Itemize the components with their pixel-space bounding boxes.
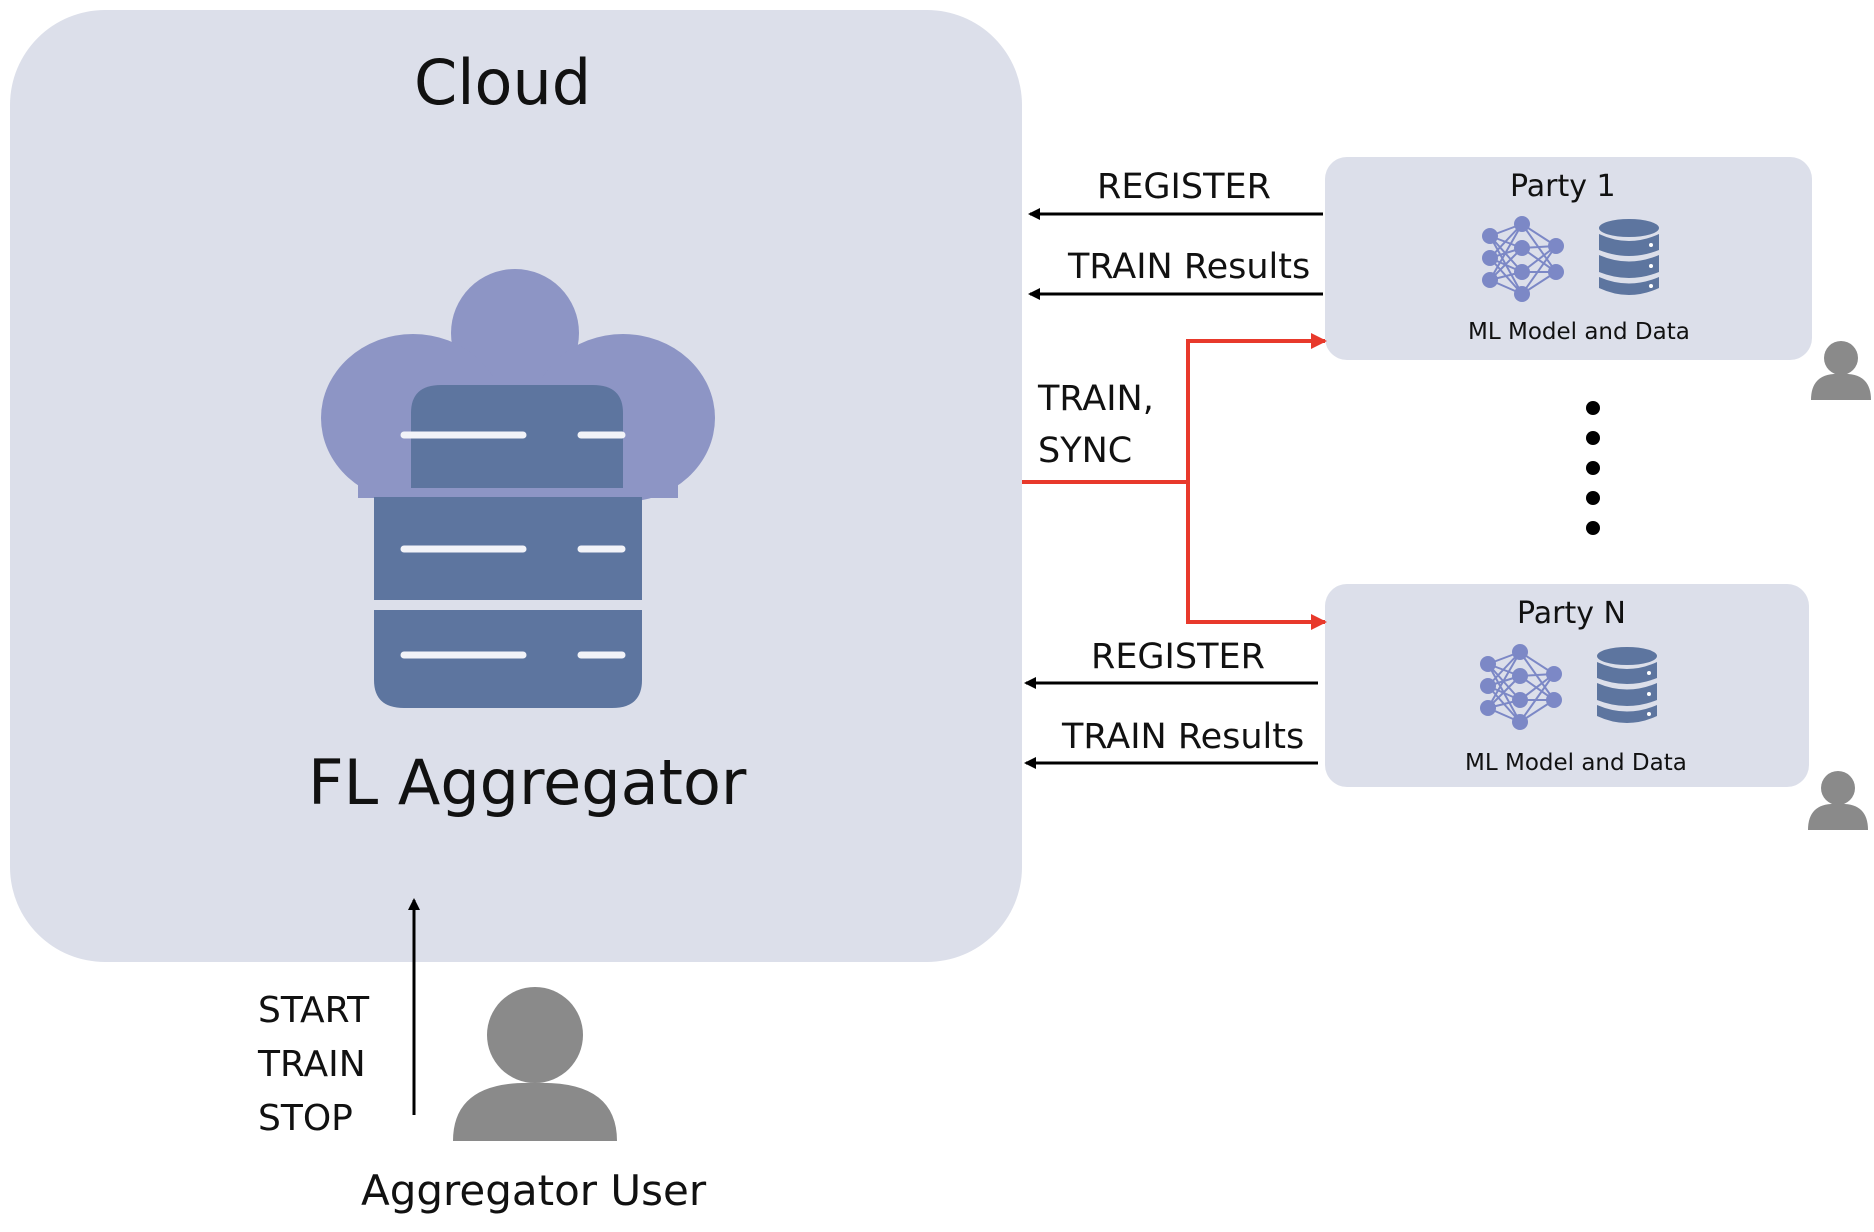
command-start: START [258,990,370,1031]
party-1-results-label: TRAIN Results [1068,247,1311,287]
user-icon [1808,771,1868,830]
command-train: TRAIN [258,1044,366,1085]
party-1-caption: ML Model and Data [1468,319,1690,345]
broadcast-arrow-party-n [1186,482,1327,630]
user-icon [453,987,617,1141]
database-icon [1597,647,1657,723]
broadcast-arrow-party-1 [1186,333,1327,482]
user-icon [1811,341,1871,400]
party-n-caption: ML Model and Data [1465,750,1687,776]
party-1-register-label: REGISTER [1097,167,1271,207]
party-n-register-label: REGISTER [1091,637,1265,677]
cloud-server-icon [321,269,715,708]
database-icon [1599,219,1659,295]
cloud-title: Cloud [414,46,592,119]
more-parties-ellipsis [1586,401,1600,535]
broadcast-label-line2: SYNC [1038,431,1133,471]
party-n-results-label: TRAIN Results [1062,717,1305,757]
command-stop: STOP [258,1098,353,1139]
neural-network-icon [1482,216,1564,302]
party-n-name: Party N [1517,596,1626,631]
party-1-panel [1325,157,1812,360]
aggregator-user-label: Aggregator User [361,1166,707,1215]
party-n-panel [1325,584,1809,787]
party-1-name: Party 1 [1510,169,1616,204]
server-label: FL Aggregator [308,746,747,819]
neural-network-icon [1480,644,1562,730]
broadcast-label-line1: TRAIN, [1038,379,1154,419]
